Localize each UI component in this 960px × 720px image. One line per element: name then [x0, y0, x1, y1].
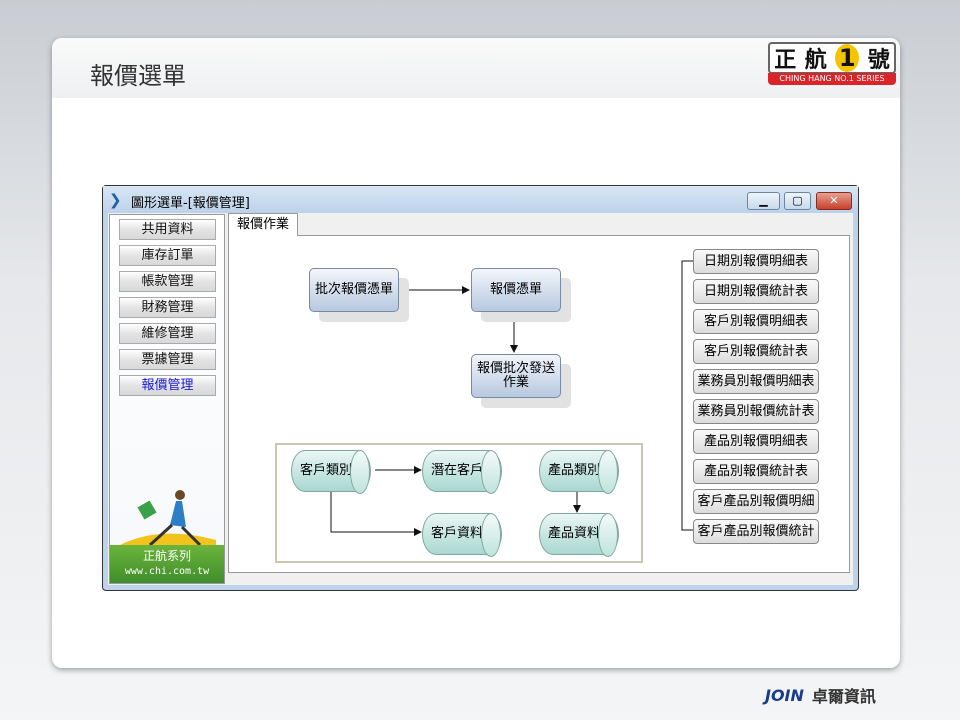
app-window: ❯ 圖形選單-[報價管理] ▁ ▢ ✕ 共用資料 庫存訂單 帳款管理 財務管理 … [102, 185, 859, 591]
sidebar-item-shared-data[interactable]: 共用資料 [119, 219, 216, 240]
minimize-button[interactable]: ▁ [747, 192, 780, 210]
flow-batch-send[interactable]: 報價批次發送作業 [471, 354, 561, 398]
cylinder-customer-category[interactable]: 客戶類別 [291, 450, 371, 494]
report-button[interactable]: 業務員別報價明細表 [693, 369, 819, 394]
report-button[interactable]: 客戶產品別報價明細 [693, 489, 819, 514]
report-button[interactable]: 客戶產品別報價統計 [693, 519, 819, 544]
sidebar-item-accounts[interactable]: 帳款管理 [119, 271, 216, 292]
cylinder-product-data[interactable]: 產品資料 [539, 513, 619, 557]
cylinder-product-category[interactable]: 產品類別 [539, 450, 619, 494]
maximize-button[interactable]: ▢ [784, 192, 811, 210]
cylinder-prospect[interactable]: 潛在客戶 [422, 450, 502, 494]
report-button[interactable]: 產品別報價統計表 [693, 459, 819, 484]
title-bar[interactable]: ❯ 圖形選單-[報價管理] ▁ ▢ ✕ [103, 186, 858, 213]
report-button[interactable]: 客戶別報價統計表 [693, 339, 819, 364]
report-button[interactable]: 業務員別報價統計表 [693, 399, 819, 424]
sidebar-item-inventory-orders[interactable]: 庫存訂單 [119, 245, 216, 266]
flow-batch-quote[interactable]: 批次報價憑單 [309, 268, 399, 312]
report-button[interactable]: 日期別報價明細表 [693, 249, 819, 274]
app-icon: ❯ [109, 191, 122, 209]
connector-lines [330, 260, 693, 536]
sidebar-item-quotation[interactable]: 報價管理 [119, 375, 216, 396]
diagram-panel: 批次報價憑單 報價憑單 報價批次發送作業 客戶類別 潛在客戶 產品類別 客戶資料… [228, 235, 850, 573]
tab-quotation-operations[interactable]: 報價作業 [228, 213, 298, 236]
sidebar-item-finance[interactable]: 財務管理 [119, 297, 216, 318]
flow-quote[interactable]: 報價憑單 [471, 268, 561, 312]
page-title: 報價選單 [90, 62, 186, 90]
sidebar-item-maintenance[interactable]: 維修管理 [119, 323, 216, 344]
window-title: 圖形選單-[報價管理] [131, 196, 250, 211]
master-data-group [275, 443, 643, 563]
report-button[interactable]: 產品別報價明細表 [693, 429, 819, 454]
report-button[interactable]: 客戶別報價明細表 [693, 309, 819, 334]
slide-header [52, 38, 900, 98]
report-button[interactable]: 日期別報價統計表 [693, 279, 819, 304]
sidebar-item-bills[interactable]: 票據管理 [119, 349, 216, 370]
close-button[interactable]: ✕ [816, 192, 852, 210]
runner-illustration [120, 490, 216, 555]
cylinder-customer-data[interactable]: 客戶資料 [422, 513, 502, 557]
